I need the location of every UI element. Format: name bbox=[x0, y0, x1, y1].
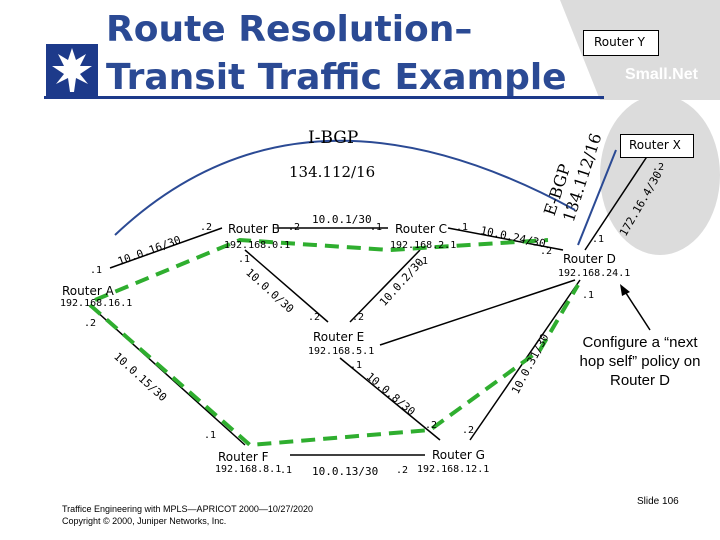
arrow-icon bbox=[623, 289, 651, 331]
iface-d-down: .1 bbox=[582, 290, 595, 301]
title-line-1: Route Resolution– bbox=[106, 9, 473, 50]
iface-c-down: .1 bbox=[416, 256, 429, 267]
router-a-loopback: 192.168.16.1 bbox=[60, 298, 133, 309]
link-e-g bbox=[339, 357, 441, 441]
iface-e-down: .1 bbox=[350, 360, 363, 371]
ibgp-prefix-label: 134.112/16 bbox=[289, 163, 376, 181]
router-c-loopback: 192.168.2.1 bbox=[390, 240, 457, 251]
router-e-label: Router E bbox=[313, 330, 365, 344]
router-f-loopback: 192.168.8.1 bbox=[215, 464, 282, 475]
iface-a-down: .2 bbox=[84, 318, 97, 329]
router-g-loopback: 192.168.12.1 bbox=[417, 464, 490, 475]
link-b-e bbox=[244, 249, 329, 323]
router-f-label: Router F bbox=[218, 450, 269, 464]
footer: Traffice Engineering with MPLS—APRICOT 2… bbox=[62, 503, 313, 527]
iface-e-up-right: .2 bbox=[352, 312, 365, 323]
link-e-d bbox=[379, 279, 576, 346]
ibgp-session-arc bbox=[114, 139, 576, 236]
slide-title: Route Resolution– Transit Traffic Exampl… bbox=[106, 6, 567, 102]
iface-b-left: .2 bbox=[200, 222, 213, 233]
link-f-g-subnet: 10.0.13/30 bbox=[312, 465, 379, 478]
router-y-label: Router Y bbox=[594, 35, 645, 49]
router-y-box: Router Y bbox=[583, 30, 659, 56]
ebgp-session-line bbox=[577, 149, 617, 246]
next-hop-self-annotation: Configure a “next hop self” policy on Ro… bbox=[579, 334, 701, 389]
router-e-loopback: 192.168.5.1 bbox=[308, 346, 375, 357]
iface-g-up-right: .2 bbox=[462, 425, 475, 436]
router-b-loopback: 192.168.0.1 bbox=[224, 240, 291, 251]
iface-f-right: .1 bbox=[280, 465, 293, 476]
title-line-2: Transit Traffic Example bbox=[106, 57, 567, 98]
router-g-label: Router G bbox=[432, 448, 485, 462]
small-net-label: Small.Net bbox=[625, 66, 698, 83]
iface-e-up-left: .2 bbox=[308, 312, 321, 323]
router-d-label: Router D bbox=[563, 252, 616, 266]
footer-line-2: Copyright © 2000, Juniper Networks, Inc. bbox=[62, 516, 227, 526]
juniper-tree-logo bbox=[46, 44, 98, 96]
iface-f-up: .1 bbox=[204, 430, 217, 441]
router-x-label: Router X bbox=[629, 138, 681, 152]
router-b-label: Router B bbox=[228, 222, 280, 236]
lsp-upper-path bbox=[94, 237, 549, 302]
link-b-c-subnet: 10.0.1/30 bbox=[312, 213, 372, 226]
lsp-lower-path bbox=[88, 283, 580, 448]
iface-x-down: .2 bbox=[652, 162, 665, 173]
iface-b-right: .2 bbox=[288, 222, 301, 233]
iface-a-right: .1 bbox=[90, 265, 103, 276]
iface-c-right: .1 bbox=[456, 222, 469, 233]
link-d-x bbox=[584, 154, 649, 251]
iface-g-up-left: .2 bbox=[425, 420, 438, 431]
link-a-b bbox=[109, 227, 223, 269]
router-d-loopback: 192.168.24.1 bbox=[558, 268, 631, 279]
iface-b-down: .1 bbox=[238, 254, 251, 265]
footer-line-1: Traffice Engineering with MPLS—APRICOT 2… bbox=[62, 504, 313, 514]
link-a-f bbox=[94, 309, 246, 446]
arrow-head-icon bbox=[620, 284, 630, 296]
router-x-box: Router X bbox=[620, 134, 694, 158]
router-c-label: Router C bbox=[395, 222, 447, 236]
iface-c-left: .1 bbox=[370, 222, 383, 233]
iface-d-up: .1 bbox=[592, 234, 605, 245]
title-underline bbox=[44, 96, 604, 99]
iface-g-left: .2 bbox=[396, 465, 409, 476]
link-c-d bbox=[447, 227, 564, 251]
iface-d-left: .2 bbox=[540, 246, 553, 257]
router-a-label: Router A bbox=[62, 284, 114, 298]
link-c-e bbox=[349, 249, 421, 323]
ibgp-label: I-BGP bbox=[308, 128, 359, 148]
slide-number: Slide 106 bbox=[637, 496, 679, 507]
